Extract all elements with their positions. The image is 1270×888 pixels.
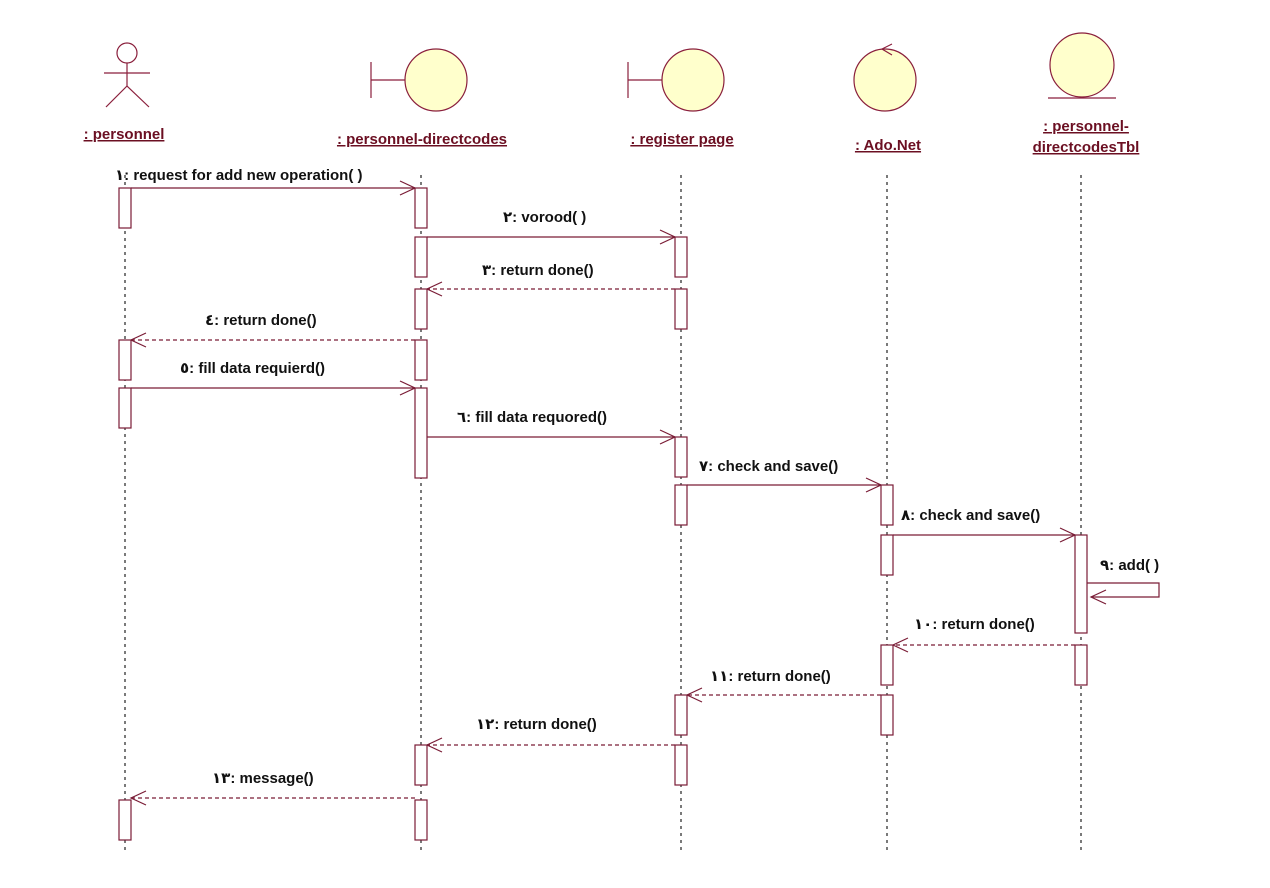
activation-bar bbox=[414, 187, 428, 229]
activation-bar bbox=[118, 387, 132, 429]
actor-personnel-icon bbox=[104, 42, 150, 108]
message-9: ٩: add( ) bbox=[1087, 557, 1160, 605]
activation-bar bbox=[674, 484, 688, 526]
message-label: ٦: fill data requored() bbox=[457, 409, 607, 426]
activation-bar bbox=[414, 236, 428, 278]
message-label: ١٣: message() bbox=[212, 770, 314, 787]
message-label: ١١: return done() bbox=[710, 668, 831, 685]
activation-bar bbox=[880, 694, 894, 736]
message-12: ١٢: return done() bbox=[425, 716, 675, 753]
message-label: ٥: fill data requierd() bbox=[180, 360, 325, 377]
activation-bar bbox=[674, 288, 688, 330]
message-label: ٢: vorood( ) bbox=[503, 209, 586, 226]
message-6: ٦: fill data requored() bbox=[427, 409, 677, 445]
activation-bar bbox=[880, 534, 894, 576]
activation-bar bbox=[674, 236, 688, 278]
message-label: ٤: return done() bbox=[205, 312, 317, 329]
activation-bar bbox=[414, 387, 428, 479]
activation-bar bbox=[118, 187, 132, 229]
participant-label-tbl-line2: directcodesTbl bbox=[1033, 139, 1140, 156]
control-ado-net-icon bbox=[853, 43, 917, 112]
message-3: ٣: return done() bbox=[425, 262, 675, 297]
activation-bar bbox=[880, 644, 894, 686]
activation-bar bbox=[414, 799, 428, 841]
message-label: ٧: check and save() bbox=[699, 458, 838, 475]
activation-bar bbox=[414, 744, 428, 786]
participant-label-tbl-line1: : personnel- bbox=[1043, 118, 1129, 135]
message-label: ٣: return done() bbox=[482, 262, 594, 279]
activation-bar bbox=[674, 744, 688, 786]
message-10: ١٠: return done() bbox=[891, 616, 1075, 653]
message-8: ٨: check and save() bbox=[893, 507, 1077, 543]
boundary-register-page-icon bbox=[627, 48, 725, 112]
entity-personnel-directcodestbl-icon bbox=[1048, 32, 1116, 99]
participant-label-register-page: : register page bbox=[630, 131, 733, 148]
message-label: ٩: add( ) bbox=[1100, 557, 1159, 574]
activation-bar bbox=[674, 436, 688, 478]
boundary-personnel-directcodes-icon bbox=[370, 48, 468, 112]
participant-label-personnel: : personnel bbox=[84, 126, 165, 143]
activation-bar bbox=[118, 339, 132, 381]
message-7: ٧: check and save() bbox=[687, 458, 883, 493]
activation-bar bbox=[414, 339, 428, 381]
message-13: ١٣: message() bbox=[129, 770, 415, 806]
activation-bar bbox=[880, 484, 894, 526]
activation-bar bbox=[414, 288, 428, 330]
message-2: ٢: vorood( ) bbox=[427, 209, 677, 245]
message-11: ١١: return done() bbox=[685, 668, 881, 703]
activation-bar bbox=[1074, 534, 1088, 634]
message-label: ١: request for add new operation( ) bbox=[115, 167, 363, 184]
message-label: ١٠: return done() bbox=[914, 616, 1035, 633]
activation-bar bbox=[1074, 644, 1088, 686]
message-4: ٤: return done() bbox=[129, 312, 415, 348]
message-5: ٥: fill data requierd() bbox=[131, 360, 417, 396]
message-1: ١: request for add new operation( ) bbox=[115, 167, 417, 196]
participant-label-ado-net: : Ado.Net bbox=[855, 137, 921, 154]
activation-bar bbox=[118, 799, 132, 841]
message-label: ٨: check and save() bbox=[901, 507, 1040, 524]
participant-label-personnel-directcodes: : personnel-directcodes bbox=[337, 131, 507, 148]
activation-bar bbox=[674, 694, 688, 736]
message-label: ١٢: return done() bbox=[476, 716, 597, 733]
